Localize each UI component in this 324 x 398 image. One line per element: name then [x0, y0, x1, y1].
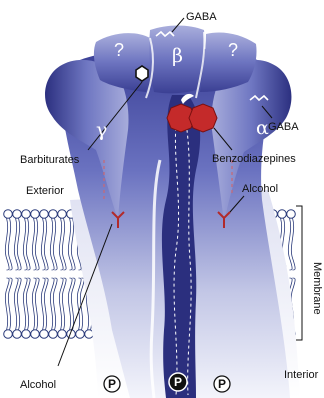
phosphate-right-label: P — [218, 377, 226, 391]
barbiturate-hexagon-icon — [136, 66, 148, 81]
lipid-head — [49, 210, 58, 219]
lipid-head — [40, 330, 49, 339]
label-alcohol-right: Alcohol — [242, 183, 278, 195]
phosphate-right: P — [214, 376, 230, 392]
lipid-tail — [8, 278, 12, 330]
label-barbiturates: Barbiturates — [20, 154, 80, 166]
lipid-tail — [53, 218, 57, 270]
label-gaba-top: GABA — [186, 11, 217, 23]
lipid-head — [4, 330, 13, 339]
lipid-head — [13, 330, 22, 339]
lipid-tail — [291, 218, 295, 270]
label-exterior: Exterior — [26, 185, 64, 197]
subunit-unknown-right: ? — [228, 40, 238, 60]
label-benzodiazepines: Benzodiazepines — [212, 153, 296, 165]
phosphate-center: P — [169, 373, 187, 391]
subunit-unknown-left: ? — [114, 40, 124, 60]
lipid-head — [31, 330, 40, 339]
lipid-head — [76, 330, 85, 339]
lipid-head — [58, 330, 67, 339]
lipid-tail — [53, 278, 57, 330]
lipid-tail — [8, 218, 12, 270]
lipid-head — [58, 210, 67, 219]
membrane-bracket — [296, 206, 302, 340]
lipid-head — [278, 210, 287, 219]
lipid-head — [49, 330, 58, 339]
lipid-head — [287, 210, 296, 219]
label-gaba-right: GABA — [268, 121, 299, 133]
lipid-tail — [26, 278, 30, 330]
subunit-beta: β — [172, 45, 183, 67]
lipid-head — [22, 210, 31, 219]
phosphate-left: P — [104, 376, 120, 392]
lipid-tail — [26, 218, 30, 270]
lipid-tail — [80, 278, 84, 330]
lipid-head — [40, 210, 49, 219]
label-alcohol-left: Alcohol — [20, 379, 56, 391]
label-interior: Interior — [284, 369, 319, 381]
label-membrane: Membrane — [311, 262, 323, 315]
receptor-channel — [45, 26, 300, 398]
lipid-head — [4, 210, 13, 219]
lipid-tail — [17, 278, 21, 330]
lipid-head — [13, 210, 22, 219]
lipid-tail — [35, 278, 39, 330]
phosphate-center-label: P — [174, 375, 182, 389]
lipid-tail — [62, 278, 66, 330]
lipid-head — [22, 330, 31, 339]
lipid-tail — [44, 218, 48, 270]
subunit-gamma: γ — [96, 119, 107, 141]
lipid-tail — [35, 218, 39, 270]
lipid-tail — [62, 218, 66, 270]
lipid-tail — [44, 278, 48, 330]
lipid-head — [31, 210, 40, 219]
lipid-tail — [17, 218, 21, 270]
phosphate-left-label: P — [108, 377, 116, 391]
